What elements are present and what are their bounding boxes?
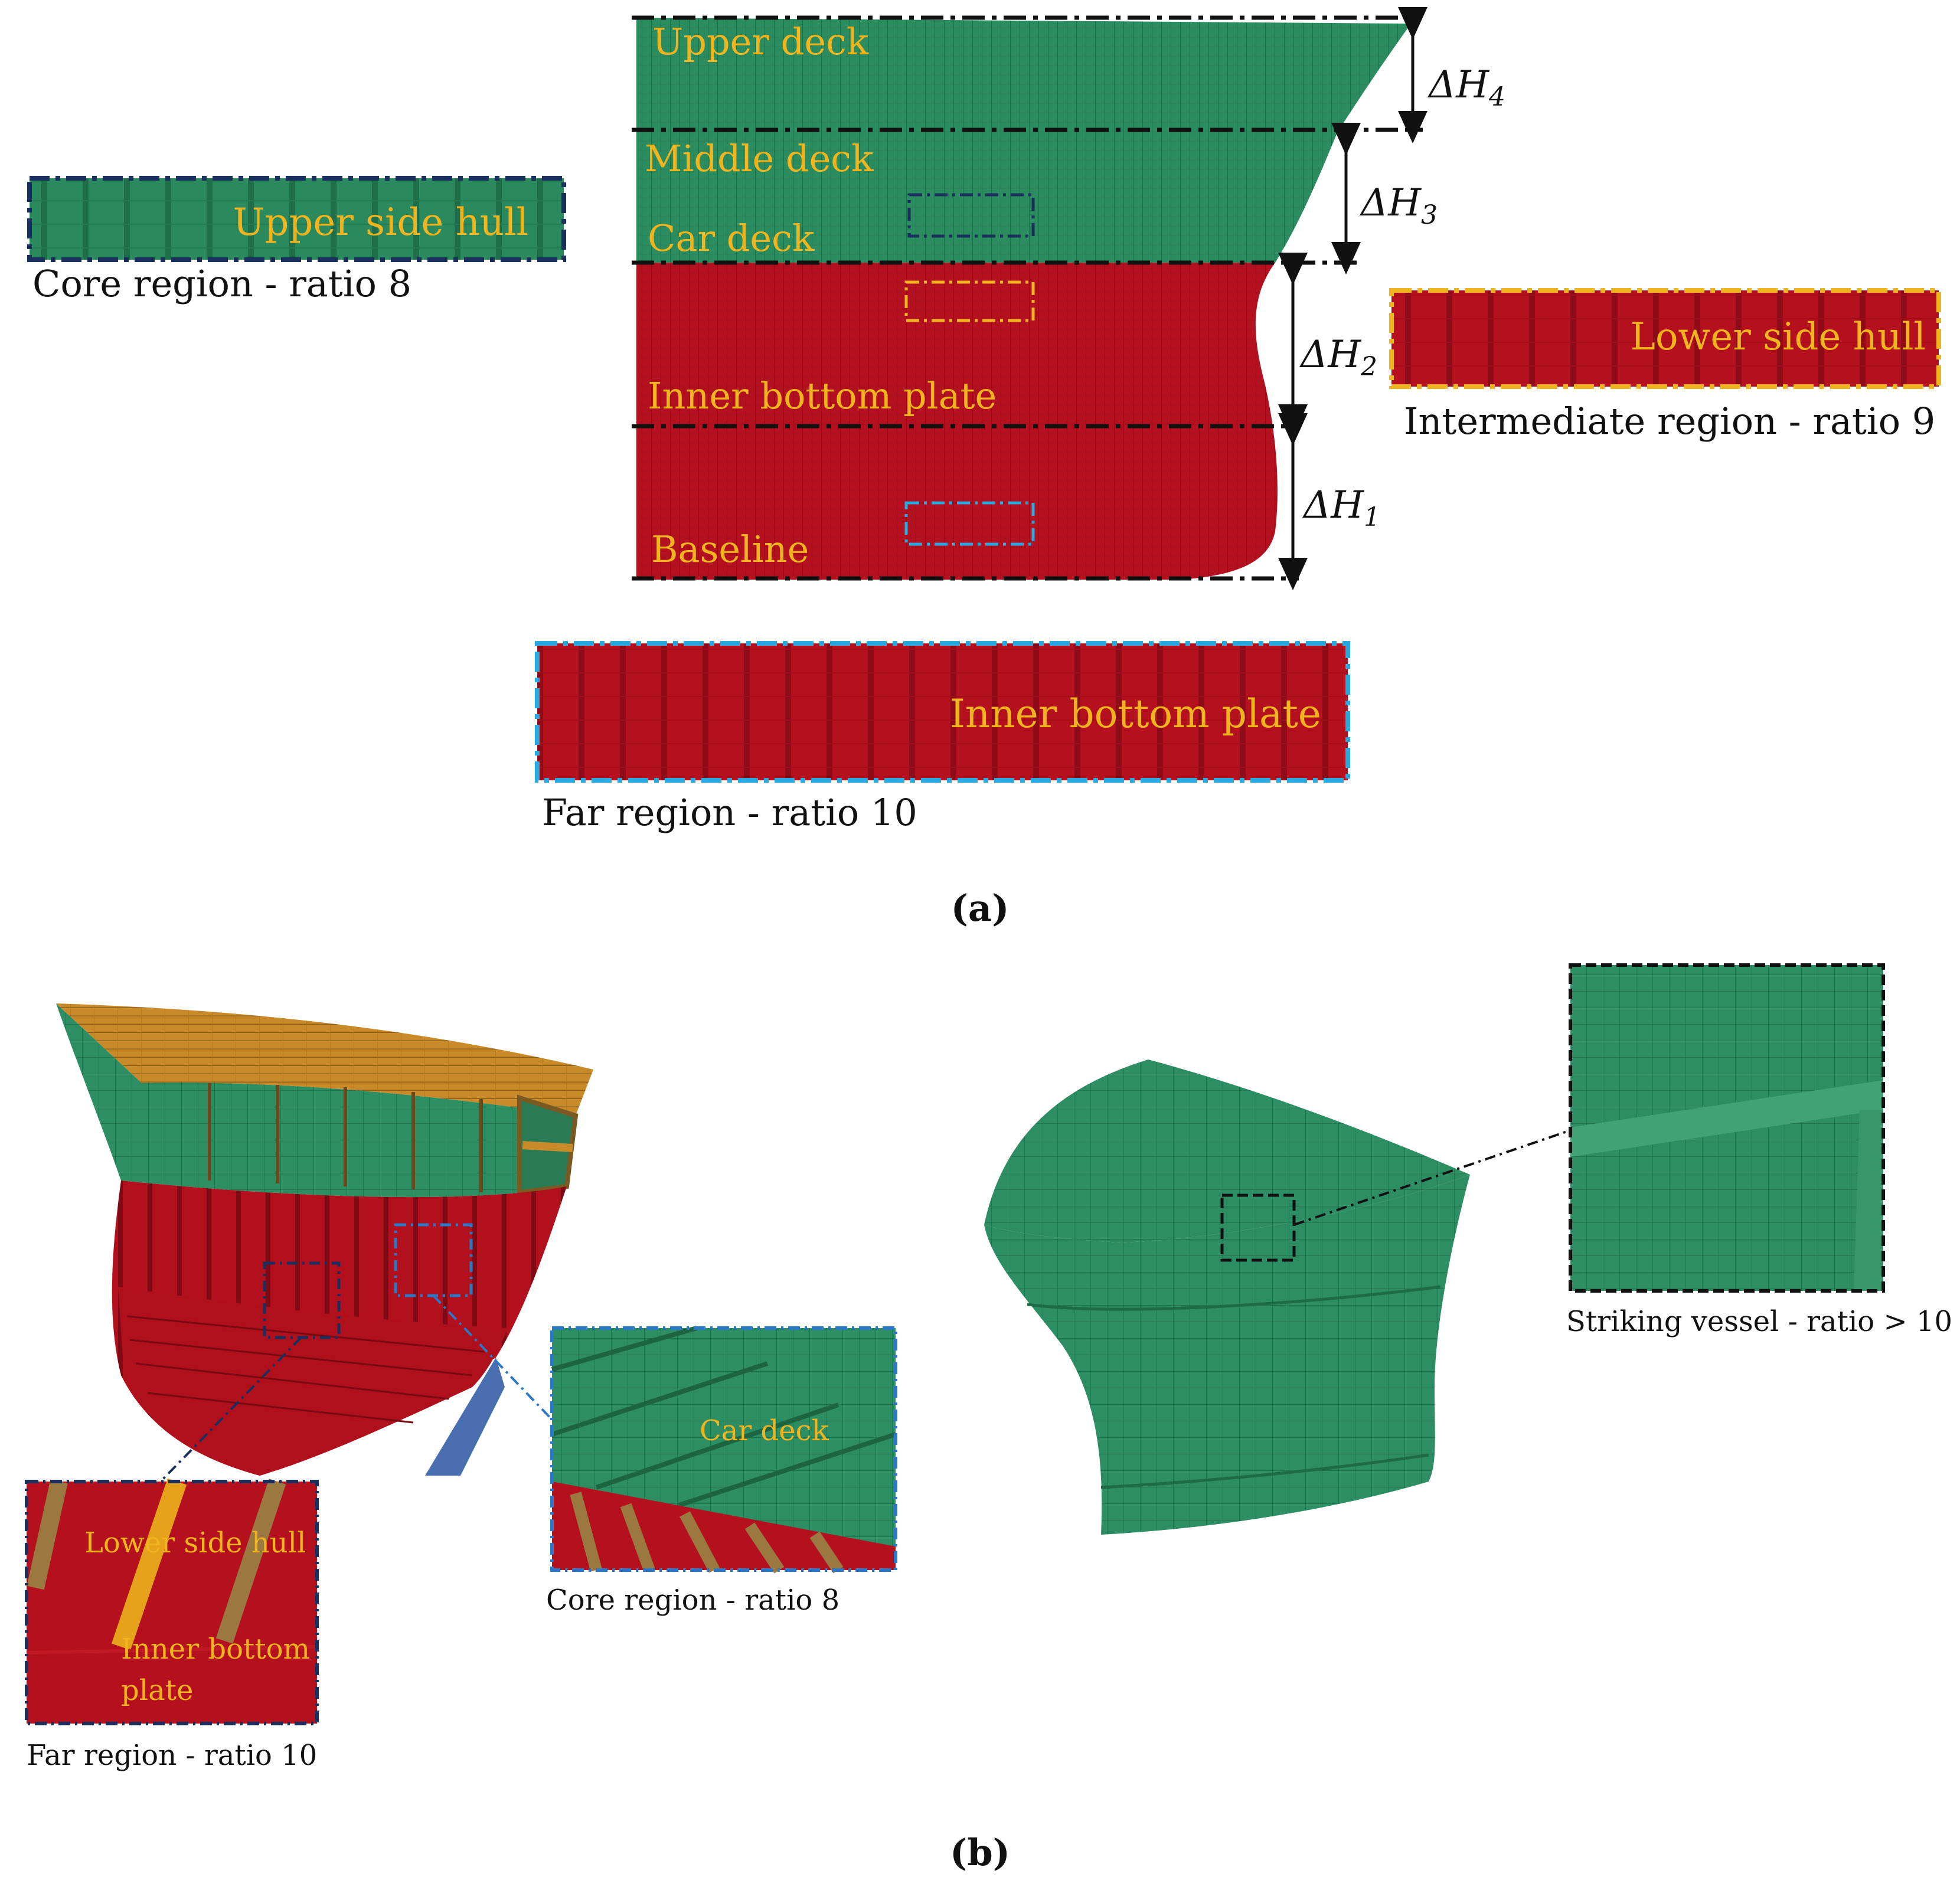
far-zoom-label2a: Inner bottom [121, 1633, 310, 1666]
core-zoom-caption: Core region - ratio 8 [546, 1584, 839, 1617]
dimension-labels: ΔH4 ΔH3 ΔH2 ΔH1 [1299, 63, 1505, 532]
panel-a: Upper deck Middle deck Car deck Inner bo… [27, 6, 1941, 930]
struck-ship-model [56, 1003, 593, 1483]
label-upper-deck: Upper deck [652, 20, 869, 63]
core-zoom-label: Car deck [700, 1414, 829, 1447]
core-region-zoom: Car deck Core region - ratio 8 [546, 1326, 897, 1617]
dim-h4-label: ΔH4 [1427, 63, 1505, 112]
far-zoom-stiffeners [26, 1478, 318, 1654]
inset-far-label: Inner bottom plate [950, 691, 1321, 737]
inset-core-label: Upper side hull [233, 201, 528, 244]
inset-core-caption: Core region - ratio 8 [32, 262, 411, 305]
dim-h2-label: ΔH2 [1299, 333, 1377, 382]
inset-far-region: Inner bottom plate Far region - ratio 10 [535, 641, 1350, 834]
hull-lower-red [636, 263, 1278, 580]
panel-a-caption: (a) [951, 887, 1010, 930]
far-zoom-caption: Far region - ratio 10 [27, 1739, 317, 1772]
inset-core-region: Upper side hull Core region - ratio 8 [27, 176, 566, 305]
hull-upper-green [636, 18, 1411, 263]
blue-end-face [425, 1358, 505, 1476]
core-marker-box [907, 193, 1035, 238]
orange-upper-deck [56, 1003, 593, 1116]
far-region-zoom: Lower side hull Inner bottom plate Far r… [25, 1478, 319, 1772]
hull-section: Upper deck Middle deck Car deck Inner bo… [632, 15, 1423, 581]
green-upper-structure [56, 1003, 576, 1198]
bow-top-deck [984, 1060, 1470, 1242]
panel-b: Lower side hull Inner bottom plate Far r… [25, 963, 1952, 1874]
far-zoom-marker [263, 1261, 341, 1339]
label-middle-deck: Middle deck [645, 137, 874, 180]
dim-h3-label: ΔH3 [1359, 181, 1438, 230]
label-car-deck: Car deck [648, 217, 815, 260]
dimension-arrows [1278, 6, 1427, 590]
far-zoom-label1: Lower side hull [84, 1526, 306, 1559]
core-zoom-red-stiffeners [570, 1492, 844, 1574]
bow-side [984, 1175, 1470, 1535]
deck-lines [632, 15, 1423, 581]
dim-h1-label: ΔH1 [1302, 483, 1380, 532]
core-zoom-frames [551, 1326, 897, 1508]
striking-zoom-caption: Striking vessel - ratio > 10 [1566, 1305, 1952, 1338]
striking-vessel-zoom: Striking vessel - ratio > 10 [1566, 963, 1952, 1338]
panel-b-caption: (b) [950, 1831, 1010, 1874]
intermediate-marker-box [904, 280, 1035, 322]
striking-zoom-marker [1220, 1193, 1296, 1262]
label-inner-bottom-plate: Inner bottom plate [648, 374, 997, 417]
label-baseline: Baseline [651, 528, 809, 571]
striking-vessel-model [984, 1060, 1571, 1535]
red-bottom-band [118, 1287, 508, 1476]
far-marker-box [904, 501, 1035, 546]
far-zoom-label2b: plate [121, 1674, 193, 1707]
inset-intermediate-label: Lower side hull [1631, 315, 1926, 359]
red-bottom-lines [126, 1315, 485, 1424]
inset-far-caption: Far region - ratio 10 [542, 791, 917, 834]
inset-intermediate-region: Lower side hull Intermediate region - ra… [1389, 288, 1941, 443]
inset-intermediate-caption: Intermediate region - ratio 9 [1404, 400, 1935, 443]
